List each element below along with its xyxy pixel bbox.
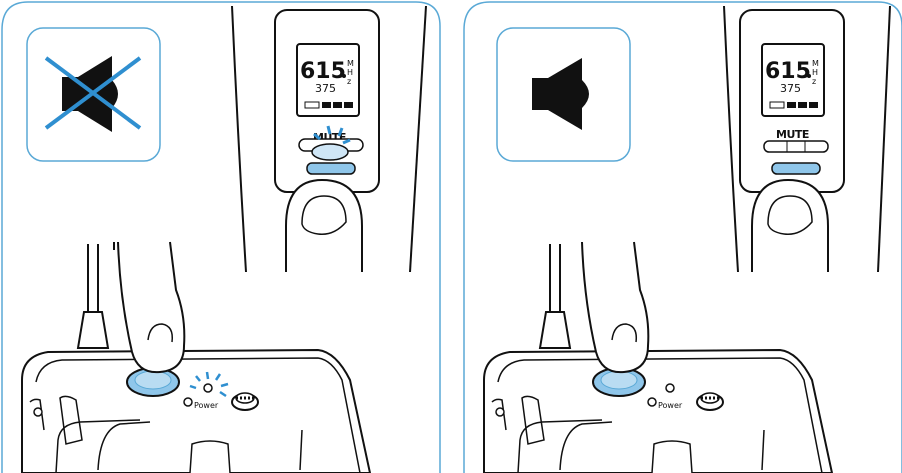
panel-unmuted: 615 M H z 375 MUTE Power [462,0,902,473]
lcd-frequency: 615 [765,59,811,84]
panel-muted: 615 M H z 375 MUTE [0,0,442,473]
receiver-outline [232,6,246,272]
fingernail [768,196,812,234]
lcd-frequency: 615 [300,59,346,84]
lcd-unit-m: M [812,59,819,68]
receiver-outline [724,6,738,272]
bodypack-transmitter: Power [22,244,370,473]
lcd-channel: 375 [315,82,336,95]
lcd-unit-h: H [812,68,818,77]
lcd-unit-z: z [347,77,351,86]
power-label: Power [194,401,219,410]
power-label: Power [658,401,683,410]
lcd-unit-h: H [347,68,353,77]
lcd-unit-z: z [812,77,816,86]
unmuted-illustration: 615 M H z 375 MUTE Power [462,0,902,473]
pressed-button-ring [772,163,820,174]
lcd-channel: 375 [780,82,801,95]
lcd-unit-m: M [347,59,354,68]
mute-button[interactable] [764,141,828,152]
muted-illustration: 615 M H z 375 MUTE [0,0,442,473]
bodypack-transmitter: Power [484,244,832,473]
mute-label: MUTE [776,128,809,141]
fingernail [302,196,346,234]
pressed-button-ring [307,163,355,174]
